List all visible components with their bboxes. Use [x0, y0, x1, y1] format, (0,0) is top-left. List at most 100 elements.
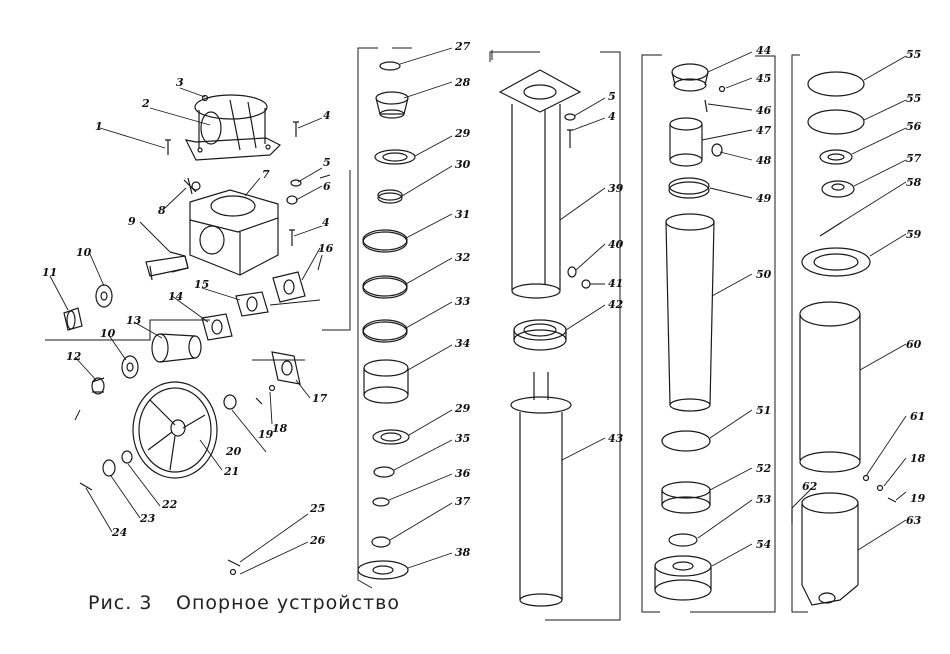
- frame-column-2-path: [489, 51, 621, 621]
- part-20-ring: [223, 394, 237, 410]
- part-1-bolt: [165, 139, 171, 155]
- label-62: 62: [802, 480, 818, 493]
- label-57: 57: [906, 152, 922, 165]
- part-40-plug: [567, 266, 577, 278]
- label-14: 14: [168, 290, 183, 303]
- part-52-nut: [661, 481, 711, 514]
- label-18b: 18: [910, 452, 926, 465]
- label-10a: 10: [76, 246, 92, 259]
- frame-left-lines: [45, 170, 351, 421]
- part-27-ring: [379, 61, 401, 71]
- label-43: 43: [608, 432, 624, 445]
- label-13: 13: [126, 314, 142, 327]
- frame-left-lines-2: [317, 174, 331, 271]
- part-42-bearing: [513, 319, 567, 351]
- label-61: 61: [910, 410, 925, 423]
- part-29-bearing: [374, 149, 416, 165]
- label-49: 49: [756, 192, 772, 205]
- part-7-block: [189, 189, 279, 276]
- part-13-housing: [151, 333, 202, 363]
- figure-label: Рис. 3: [88, 592, 153, 614]
- part-17-cover: [271, 351, 301, 385]
- part-21-handwheel: [132, 381, 218, 479]
- label-58: 58: [906, 176, 922, 189]
- label-4c: 4: [608, 110, 616, 123]
- label-26: 26: [309, 534, 326, 547]
- part-19-screw: [255, 397, 263, 405]
- label-33: 33: [455, 295, 471, 308]
- part-11-bushing: [63, 307, 83, 331]
- label-11: 11: [42, 266, 57, 279]
- part-53-ring: [668, 533, 698, 547]
- label-35: 35: [455, 432, 470, 445]
- part-63-base: [801, 492, 859, 606]
- part-38-disc: [357, 560, 409, 580]
- label-12: 12: [66, 350, 82, 363]
- label-21: 21: [223, 465, 239, 478]
- label-45: 45: [756, 72, 771, 85]
- part-43-spindle: [510, 372, 572, 607]
- label-41: 41: [608, 277, 623, 290]
- part-15-flange: [235, 291, 269, 317]
- label-31: 31: [455, 208, 470, 221]
- part-22-washer: [121, 450, 133, 464]
- part-57-nut: [821, 180, 855, 198]
- part-39-column-housing: [498, 69, 582, 299]
- part-34-cup: [363, 359, 409, 404]
- label-5a: 5: [323, 156, 331, 169]
- part-19b-screw: [887, 497, 897, 503]
- label-34: 34: [455, 337, 470, 350]
- frame-column-1: [357, 47, 378, 589]
- label-53: 53: [756, 493, 772, 506]
- part-29b-bearing: [372, 429, 410, 445]
- label-19b: 19: [910, 492, 926, 505]
- label-24: 24: [111, 526, 127, 539]
- part-9-shaft: [145, 251, 189, 281]
- label-15: 15: [194, 278, 209, 291]
- label-2: 2: [141, 97, 150, 110]
- label-39: 39: [608, 182, 624, 195]
- part-14-flange: [201, 313, 233, 341]
- label-42: 42: [608, 298, 624, 311]
- part-45-ball: [718, 85, 726, 93]
- part-3-nut: [201, 94, 209, 102]
- part-44-ring: [671, 63, 709, 92]
- label-50: 50: [756, 268, 772, 281]
- label-40: 40: [608, 238, 624, 251]
- part-32-ring: [362, 275, 408, 299]
- label-47: 47: [756, 124, 772, 137]
- part-51-ring: [661, 430, 711, 452]
- part-46-pin: [704, 99, 708, 113]
- label-60: 60: [906, 338, 922, 351]
- part-4-bolt-top: [293, 121, 299, 137]
- label-55a: 55: [906, 48, 921, 61]
- part-37-nut: [371, 536, 391, 548]
- part-18-nut: [268, 384, 276, 392]
- label-56: 56: [906, 120, 922, 133]
- part-4-bolt-b: [567, 129, 573, 148]
- part-12-bushing: [91, 377, 105, 395]
- label-29b: 29: [454, 402, 471, 415]
- figure-title: Опорное устройство: [176, 592, 400, 614]
- part-6-nut: [286, 195, 298, 205]
- part-5-washer-b: [564, 113, 576, 121]
- part-33-ring: [362, 319, 408, 343]
- part-48-nut: [711, 143, 723, 157]
- label-3: 3: [176, 76, 184, 89]
- label-6: 6: [323, 180, 331, 193]
- label-19a: 19: [258, 428, 274, 441]
- label-46: 46: [756, 104, 772, 117]
- label-17: 17: [312, 392, 328, 405]
- label-28: 28: [454, 76, 471, 89]
- label-44: 44: [756, 44, 771, 57]
- label-18a: 18: [272, 422, 288, 435]
- label-22: 22: [161, 498, 178, 511]
- part-58-pin: [819, 221, 843, 237]
- label-55b: 55: [906, 92, 921, 105]
- label-32: 32: [455, 251, 471, 264]
- label-63: 63: [906, 514, 922, 527]
- label-16: 16: [318, 242, 334, 255]
- part-30-bushing: [377, 189, 403, 204]
- label-48: 48: [756, 154, 772, 167]
